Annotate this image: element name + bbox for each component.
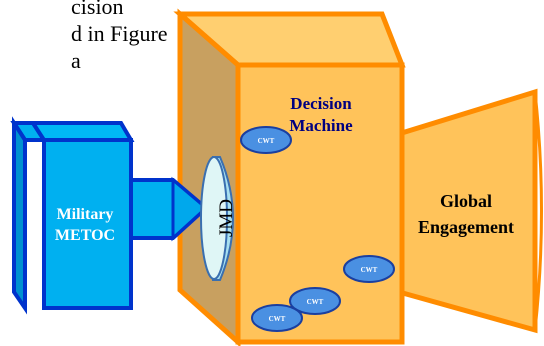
caption-line-3: a (71, 48, 81, 73)
jmd-cylinder: JMD (200, 156, 237, 281)
cwt-tool-3: CWT (289, 287, 341, 315)
caption-line-2: d in Figure (71, 21, 168, 46)
decision-machine-label-1: Decision (290, 94, 352, 113)
metoc-label-2: METOC (55, 227, 115, 244)
jmd-label: JMD (216, 199, 237, 237)
cwt-label-2: CWT (361, 266, 378, 274)
cwt-tool-1: CWT (240, 126, 292, 154)
decision-machine-box (173, 8, 406, 346)
global-engagement-label-1: Global (440, 191, 492, 211)
global-engagement-label-2: Engagement (418, 217, 514, 237)
cwt-tool-4: CWT (251, 304, 303, 332)
input-arrow (129, 176, 210, 242)
caption-line-1: cision (71, 0, 124, 19)
cwt-label-3: CWT (307, 298, 324, 306)
metoc-label-1: Military (57, 206, 114, 223)
cwt-label-4: CWT (269, 315, 286, 323)
military-metoc-block (10, 116, 135, 315)
decision-machine-label-2: Machine (289, 116, 353, 135)
global-engagement-funnel (389, 88, 543, 334)
cwt-tool-2: CWT (343, 255, 395, 283)
cwt-label-1: CWT (258, 137, 275, 145)
